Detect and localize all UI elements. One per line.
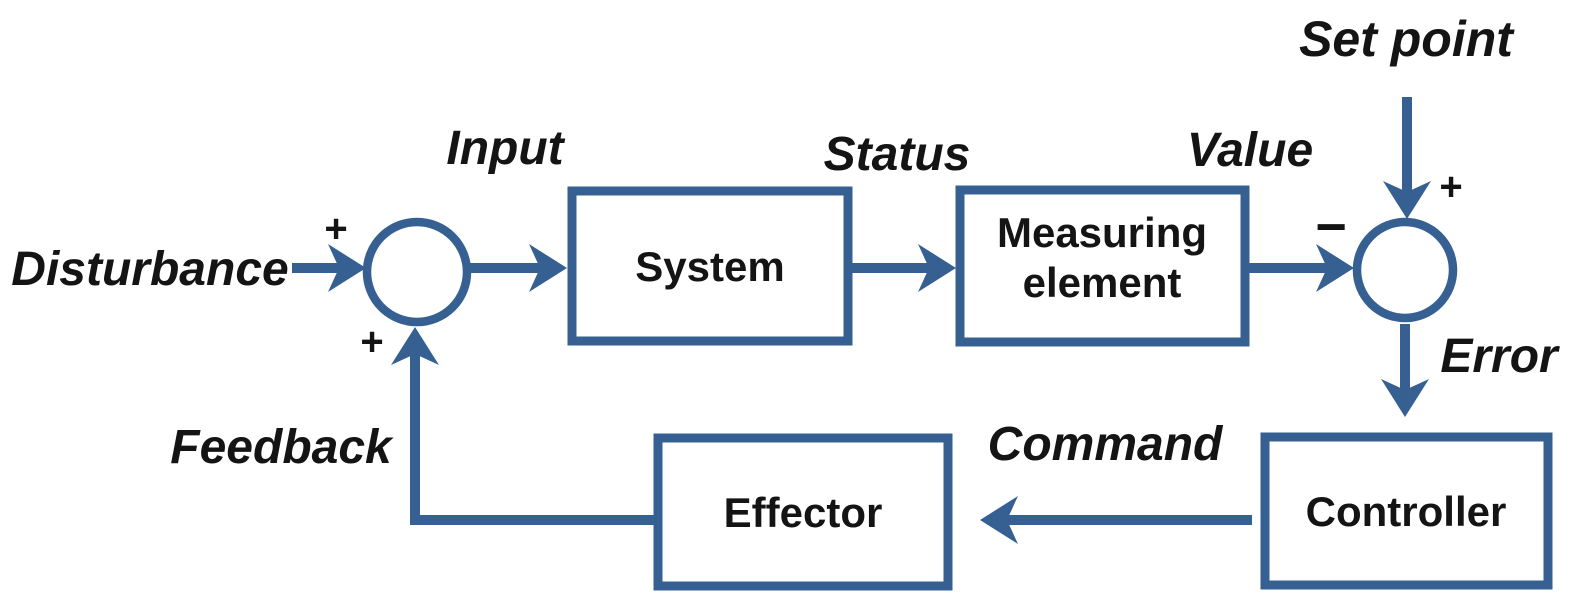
feedback-label: Feedback	[170, 421, 394, 474]
set-point-plus-sign: +	[1439, 165, 1462, 209]
controller-box	[1260, 432, 1553, 590]
system-box	[567, 186, 853, 346]
feedback-plus-sign: +	[360, 320, 383, 364]
status-label: Status	[824, 128, 971, 181]
disturbance-label: Disturbance	[11, 243, 288, 296]
controller-label: Controller	[1306, 488, 1507, 535]
set-point-label: Set point	[1299, 11, 1515, 67]
command-label: Command	[988, 418, 1224, 471]
feedback-arrow	[391, 327, 660, 525]
summing-junction-left	[362, 217, 472, 327]
measuring-element-label-line1: Measuring	[997, 209, 1207, 256]
measuring-element-label-line2: element	[1023, 259, 1182, 306]
effector-label: Effector	[724, 489, 883, 536]
error-label: Error	[1440, 330, 1560, 383]
system-label: System	[635, 243, 784, 290]
comparator-junction-right	[1352, 217, 1458, 323]
effector-box	[653, 433, 953, 591]
disturbance-plus-sign: +	[324, 207, 347, 251]
measuring-element-box	[955, 185, 1250, 347]
value-label: Value	[1187, 124, 1313, 177]
input-label: Input	[446, 122, 565, 175]
value-minus-sign: −	[1315, 197, 1347, 257]
